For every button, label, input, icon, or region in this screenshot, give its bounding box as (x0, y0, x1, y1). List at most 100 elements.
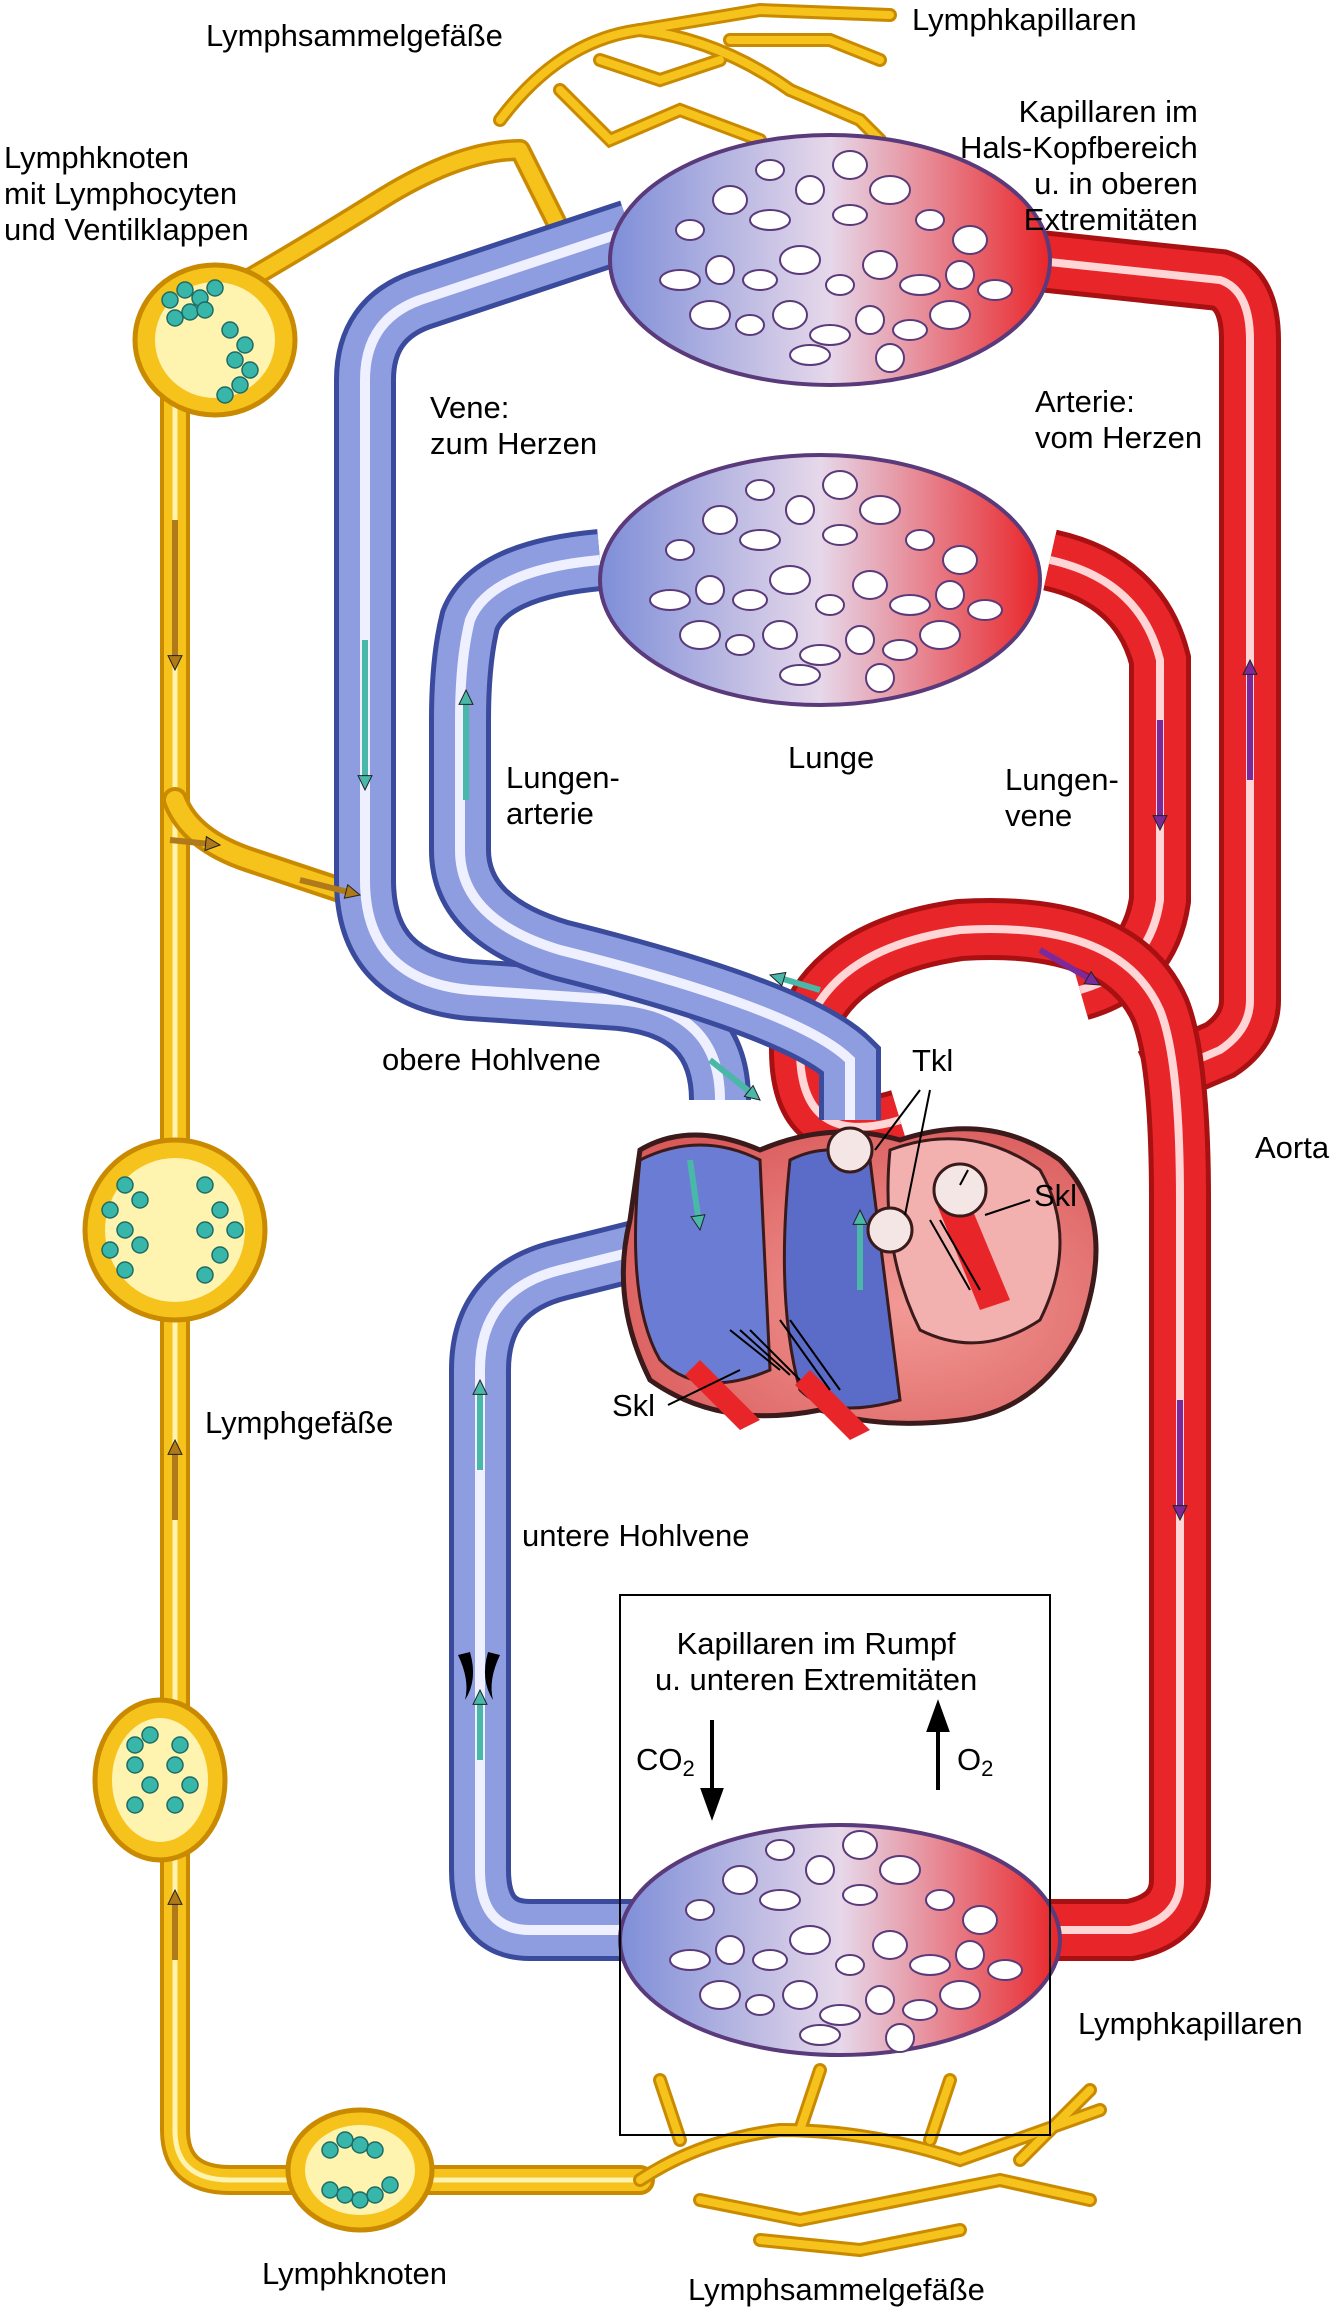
lymphocyte-cell (226, 351, 244, 369)
capillary-gap (722, 1865, 758, 1895)
flow-arrows (167, 520, 1258, 1960)
capillary-gap (689, 300, 731, 330)
capillary-gap (962, 1905, 998, 1935)
capillary-gap (865, 1985, 895, 2015)
lymph-capillaries-top-fill (496, 5, 894, 145)
label-lymphknoten-bottom: Lymphknoten (262, 2256, 447, 2291)
lymphocyte-cell (236, 336, 254, 354)
capillary-gap (649, 589, 691, 611)
lymphocyte-cell (116, 1261, 134, 1279)
capillary-gap (859, 495, 901, 525)
flow-arrow-head (1152, 815, 1168, 832)
label-kapillaren-kopf-line3: u. in oberen (1034, 166, 1198, 201)
label-kapillaren-rumpf-line2: u. unteren Extremitäten (655, 1662, 978, 1697)
label-lymphsammel-bottom: Lymphsammelgefäße (688, 2272, 985, 2307)
capillary-gap (669, 1949, 711, 1971)
lymphocyte-cell (126, 1756, 144, 1774)
capillary-gap (762, 620, 798, 650)
lymph-node-bottom (285, 2107, 435, 2233)
capillary-gap (755, 159, 785, 181)
capillary-gap (955, 1940, 985, 1970)
capillary-gap (659, 269, 701, 291)
flow-arrow-head (1083, 970, 1101, 986)
capillary-gap (725, 634, 755, 656)
capillary-gap (899, 274, 941, 296)
capillary-gap (909, 1954, 951, 1976)
label-arterie-line1: Arterie: (1035, 384, 1135, 419)
flow-arrow-head (1242, 658, 1258, 675)
capillary-gap (875, 343, 905, 373)
capillary-gap (715, 1935, 745, 1965)
capillary-gap (929, 300, 971, 330)
capillary-gap (795, 175, 825, 205)
lymph-capillaries-top (493, 2, 897, 149)
label-untere-hohlvene: untere Hohlvene (522, 1518, 750, 1553)
flow-arrow-head (167, 1438, 183, 1455)
flow-arrow-shaft (708, 1057, 755, 1097)
capillary-gap (685, 1899, 715, 1921)
valve-pointers (667, 1089, 1031, 1406)
lymph-capillaries-bottom (633, 2063, 1107, 2258)
capillary-gap (782, 1980, 818, 2010)
capillary-gap (825, 274, 855, 296)
flow-arrow-shaft (1038, 947, 1093, 983)
label-kapillaren-kopf-line2: Hals-Kopfbereich (960, 130, 1198, 165)
lymphocyte-cell (241, 361, 259, 379)
flow-arrow-head (768, 971, 787, 987)
capillary-gaps (649, 150, 1023, 2053)
lymphocyte-cell (116, 1176, 134, 1194)
lymphocyte-cell (366, 2141, 384, 2159)
capillary-gap (822, 524, 858, 546)
capillary-gap (805, 1855, 835, 1885)
flow-arrow-shaft (299, 877, 352, 896)
capillary-gap (905, 529, 935, 551)
label-lymphkapillaren-bottom: Lymphkapillaren (1078, 2006, 1303, 2041)
capillary-gap (885, 2023, 915, 2053)
lymphocyte-cell (171, 1736, 189, 1754)
capillary-gap (789, 344, 831, 366)
capillary-gap (699, 1980, 741, 2010)
lymphocyte-cell (196, 301, 214, 319)
capillary-gap (745, 1994, 775, 2016)
label-lungenvene: Lungen- vene (1005, 762, 1119, 834)
o2-arrow (926, 1699, 950, 1790)
lymphocyte-cell (131, 1191, 149, 1209)
label-o2: O2 (957, 1742, 993, 1787)
flow-arrow-shaft (687, 1159, 702, 1221)
capillary-gap (819, 2004, 861, 2026)
lymphocyte-cell (126, 1736, 144, 1754)
capillary-gap (879, 1855, 921, 1885)
flow-arrow-head (357, 775, 373, 792)
capillary-gap (779, 664, 821, 686)
capillary-gap (745, 479, 775, 501)
lymphocyte-cell (166, 1796, 184, 1814)
capillary-gap (869, 175, 911, 205)
flow-arrow-head (458, 688, 474, 705)
flow-arrow-head (343, 883, 362, 899)
co2-arrow (700, 1720, 724, 1821)
capillary-gap (769, 565, 811, 595)
lymphocyte-cell (196, 1266, 214, 1284)
capillary-gap (675, 219, 705, 241)
capillary-gap (942, 545, 978, 575)
capillary-gap (832, 150, 868, 180)
capillary-gap (822, 470, 858, 500)
lymphocyte-cell (226, 1221, 244, 1239)
capillary-gap (799, 2024, 841, 2046)
label-kapillaren-kopf-line1: Kapillaren im (1018, 94, 1198, 129)
trunk-capillary-box (619, 1594, 1051, 2136)
label-lungenvene-line2: vene (1005, 798, 1073, 833)
flow-arrow-head (743, 1084, 761, 1101)
flow-arrow-head (472, 1688, 488, 1705)
capillary-gap (977, 279, 1013, 301)
lymphocyte-cell (211, 1201, 229, 1219)
label-lymphknoten-top-line1: Lymphknoten (4, 140, 189, 175)
flow-arrow-head (690, 1214, 706, 1232)
capillary-gap (967, 599, 1003, 621)
capillary-gap (702, 505, 738, 535)
lymphocyte-cell (381, 2176, 399, 2194)
capillary-gap (705, 255, 735, 285)
label-co2: CO2 (636, 1742, 695, 1787)
lymphocyte-cell (206, 279, 224, 297)
